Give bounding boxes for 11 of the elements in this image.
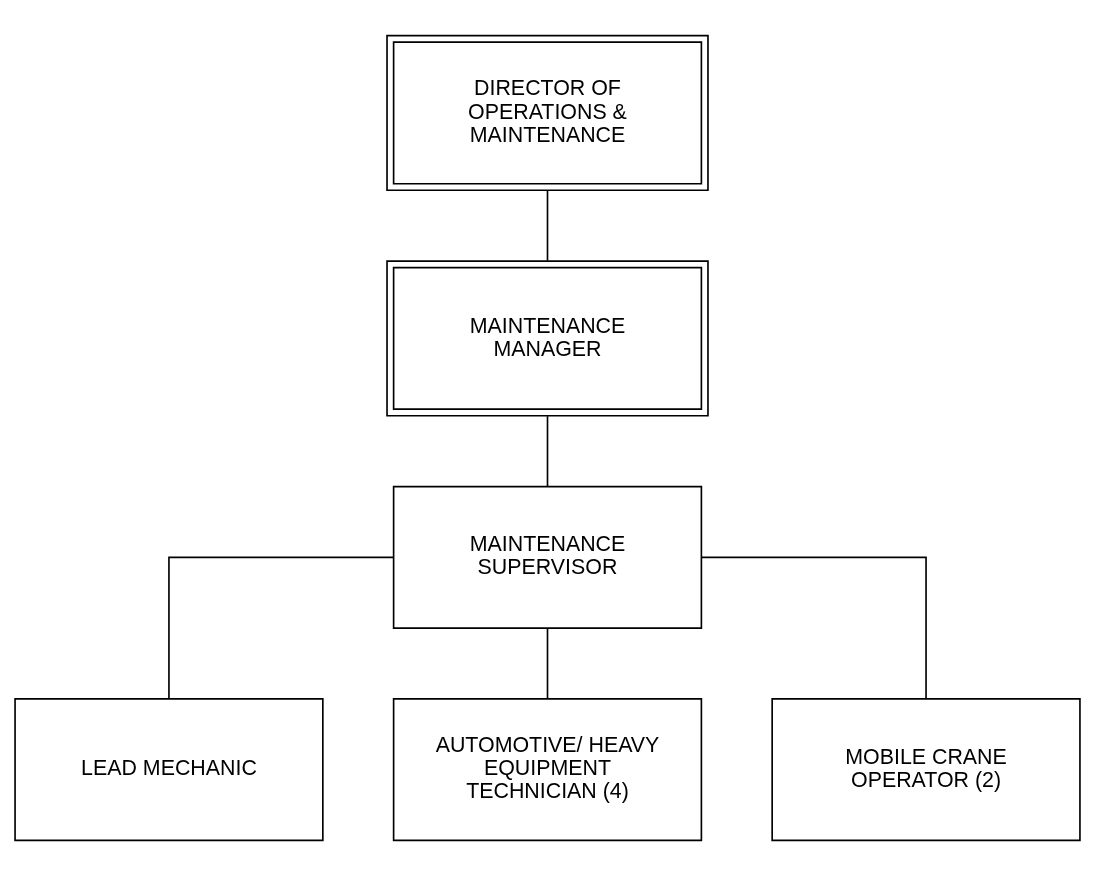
node-box: MAINTENANCE MANAGER (386, 260, 709, 417)
connector (168, 556, 395, 700)
node-box: AUTOMOTIVE/ HEAVY EQUIPMENT TECHNICIAN (4) (392, 698, 703, 842)
node-box: DIRECTOR OF OPERATIONS & MAINTENANCE (386, 34, 709, 192)
connector (546, 415, 549, 488)
node-box: MAINTENANCE SUPERVISOR (392, 485, 703, 629)
connector (700, 556, 927, 700)
node-box: LEAD MECHANIC (14, 698, 324, 842)
connector (546, 189, 549, 262)
node-box: MOBILE CRANE OPERATOR (2) (771, 698, 1081, 842)
connector (546, 627, 549, 699)
